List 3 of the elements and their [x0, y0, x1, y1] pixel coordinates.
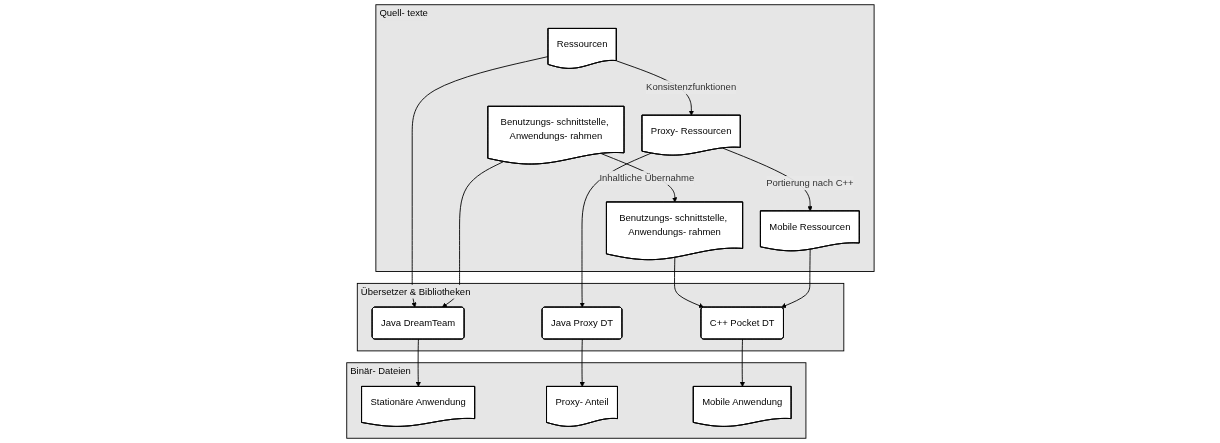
edge-label: Konsistenzfunktionen [645, 82, 736, 93]
edge-label: Portierung nach C++ [765, 177, 854, 188]
edge-label: Inhaltliche Übernahme [599, 172, 694, 183]
